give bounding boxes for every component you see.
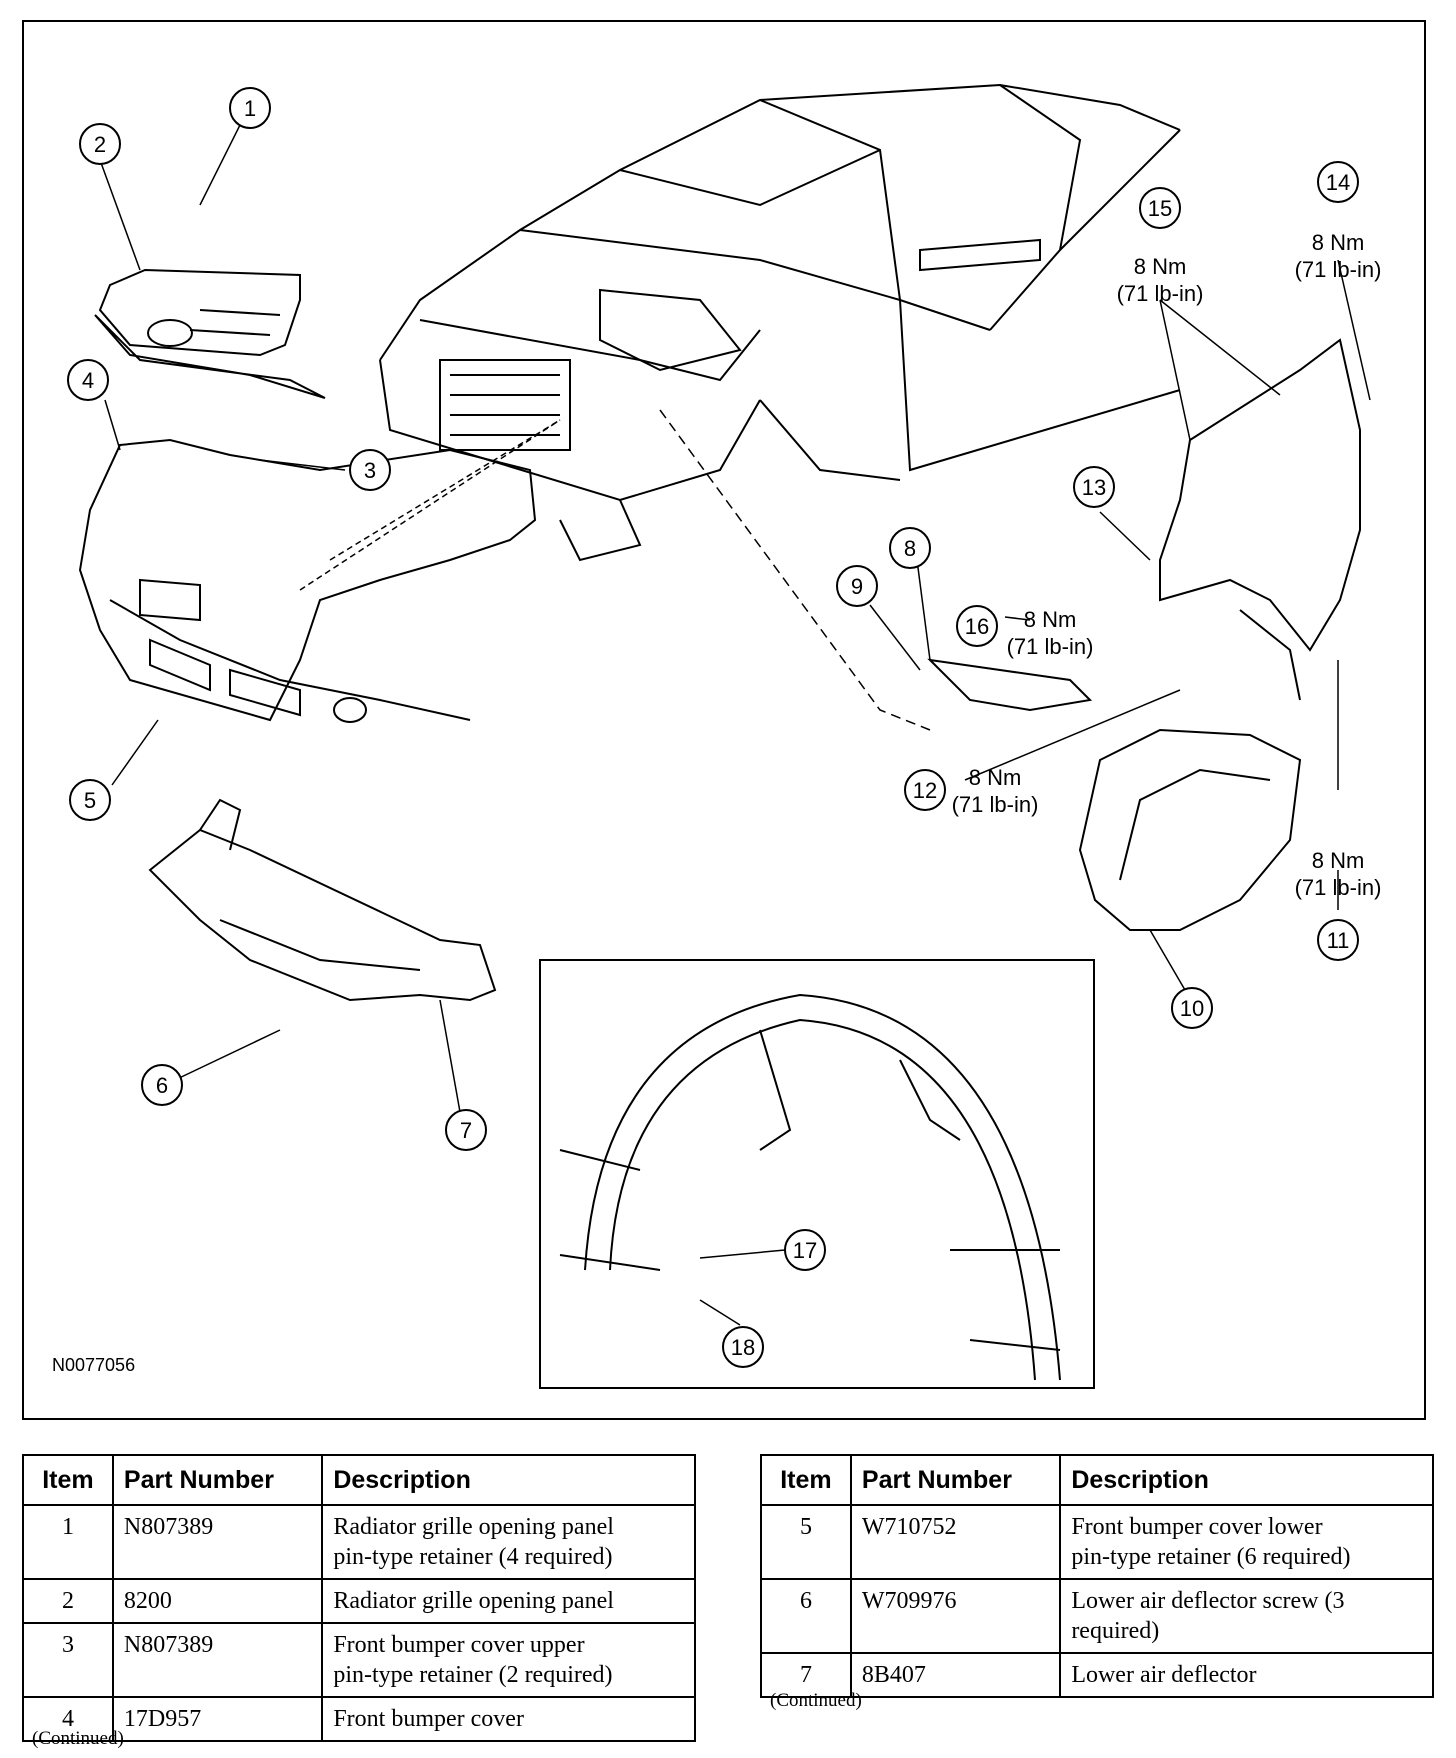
header-item: Item xyxy=(760,1454,852,1506)
part-number: 8B407 xyxy=(849,1652,1062,1698)
callout-18: 18 xyxy=(722,1326,764,1368)
callout-label: 3 xyxy=(364,458,376,483)
item-number: 2 xyxy=(22,1578,114,1624)
callout-14: 14 xyxy=(1317,161,1359,203)
part-number: N807389 xyxy=(111,1504,324,1580)
item-number: 4 xyxy=(22,1696,114,1742)
grille-drawing xyxy=(94,268,326,399)
torque-spec-lbin: (71 lb-in) xyxy=(1295,875,1382,900)
inset-wheelhouse-liner-drawing xyxy=(559,993,1061,1381)
callout-1: 1 xyxy=(229,87,271,129)
callout-label: 11 xyxy=(1327,928,1350,953)
inset-detail-box xyxy=(539,959,1095,1389)
callout-5: 5 xyxy=(69,779,111,821)
diagram-frame xyxy=(22,20,1426,1420)
part-number: N807389 xyxy=(111,1622,324,1698)
vehicle-body-drawing xyxy=(379,83,1181,562)
part-number: 8200 xyxy=(111,1578,324,1624)
continued-note-right: (Continued) xyxy=(770,1690,862,1711)
callout-12: 12 xyxy=(904,769,946,811)
callout-label: 14 xyxy=(1326,170,1350,195)
callout-16: 16 xyxy=(956,605,998,647)
callout-4: 4 xyxy=(67,359,109,401)
callout-label: 10 xyxy=(1180,996,1204,1021)
callout-label: 16 xyxy=(965,614,989,639)
callout-label: 18 xyxy=(731,1335,755,1360)
item-number: 3 xyxy=(22,1622,114,1698)
header-description: Description xyxy=(1059,1454,1434,1506)
callout-label: 9 xyxy=(851,574,863,599)
callout-15: 15 xyxy=(1139,187,1181,229)
part-number: W710752 xyxy=(849,1504,1062,1580)
torque-spec-lbin: (71 lb-in) xyxy=(952,792,1039,817)
continued-note-left: (Continued) xyxy=(32,1728,124,1749)
torque-group: 8 Nm(71 lb-in)8 Nm(71 lb-in)8 Nm(71 lb-i… xyxy=(952,230,1382,900)
callout-11: 11 xyxy=(1317,919,1359,961)
header-part-number: Part Number xyxy=(111,1454,324,1506)
callout-label: 4 xyxy=(82,368,94,393)
item-number: 1 xyxy=(22,1504,114,1580)
bumper-cover-drawing xyxy=(78,438,537,723)
callout-label: 7 xyxy=(460,1118,472,1143)
torque-spec-lbin: (71 lb-in) xyxy=(1007,634,1094,659)
callout-label: 17 xyxy=(793,1238,817,1263)
part-number: 17D957 xyxy=(111,1696,324,1742)
lower-air-deflector-drawing xyxy=(148,798,497,1002)
callout-6: 6 xyxy=(141,1064,183,1106)
callout-label: 13 xyxy=(1082,475,1106,500)
callout-label: 12 xyxy=(913,778,937,803)
description: Radiator grille opening panel xyxy=(321,1578,696,1624)
header-item: Item xyxy=(22,1454,114,1506)
leader-lines xyxy=(99,124,1371,1326)
fender-drawing xyxy=(1159,338,1361,701)
torque-spec-nm: 8 Nm xyxy=(1312,230,1365,255)
torque-spec-nm: 8 Nm xyxy=(1312,848,1365,873)
callout-13: 13 xyxy=(1073,466,1115,508)
callout-label: 2 xyxy=(94,132,106,157)
callout-label: 8 xyxy=(904,536,916,561)
callout-2: 2 xyxy=(79,123,121,165)
callout-label: 15 xyxy=(1148,196,1172,221)
callout-label: 6 xyxy=(156,1073,168,1098)
callout-label: 5 xyxy=(84,788,96,813)
header-part-number: Part Number xyxy=(849,1454,1062,1506)
callout-9: 9 xyxy=(836,565,878,607)
part-number: W709976 xyxy=(849,1578,1062,1654)
item-number: 6 xyxy=(760,1578,852,1654)
callout-label: 1 xyxy=(244,96,256,121)
callout-7: 7 xyxy=(445,1109,487,1151)
callout-3: 3 xyxy=(349,449,391,491)
description: Front bumper cover xyxy=(321,1696,696,1742)
item-number: 7 xyxy=(760,1652,852,1698)
item-number: 5 xyxy=(760,1504,852,1580)
callout-8: 8 xyxy=(889,527,931,569)
splash-shield-drawing xyxy=(927,658,1302,931)
torque-spec-nm: 8 Nm xyxy=(1134,254,1187,279)
header-description: Description xyxy=(321,1454,696,1506)
torque-spec-lbin: (71 lb-in) xyxy=(1295,257,1382,282)
torque-spec-nm: 8 Nm xyxy=(969,765,1022,790)
callout-17: 17 xyxy=(784,1229,826,1271)
torque-spec-lbin: (71 lb-in) xyxy=(1117,281,1204,306)
figure-id: N0077056 xyxy=(52,1355,136,1375)
callout-10: 10 xyxy=(1171,987,1213,1029)
torque-spec-nm: 8 Nm xyxy=(1024,607,1077,632)
description: Lower air deflector xyxy=(1059,1652,1434,1698)
